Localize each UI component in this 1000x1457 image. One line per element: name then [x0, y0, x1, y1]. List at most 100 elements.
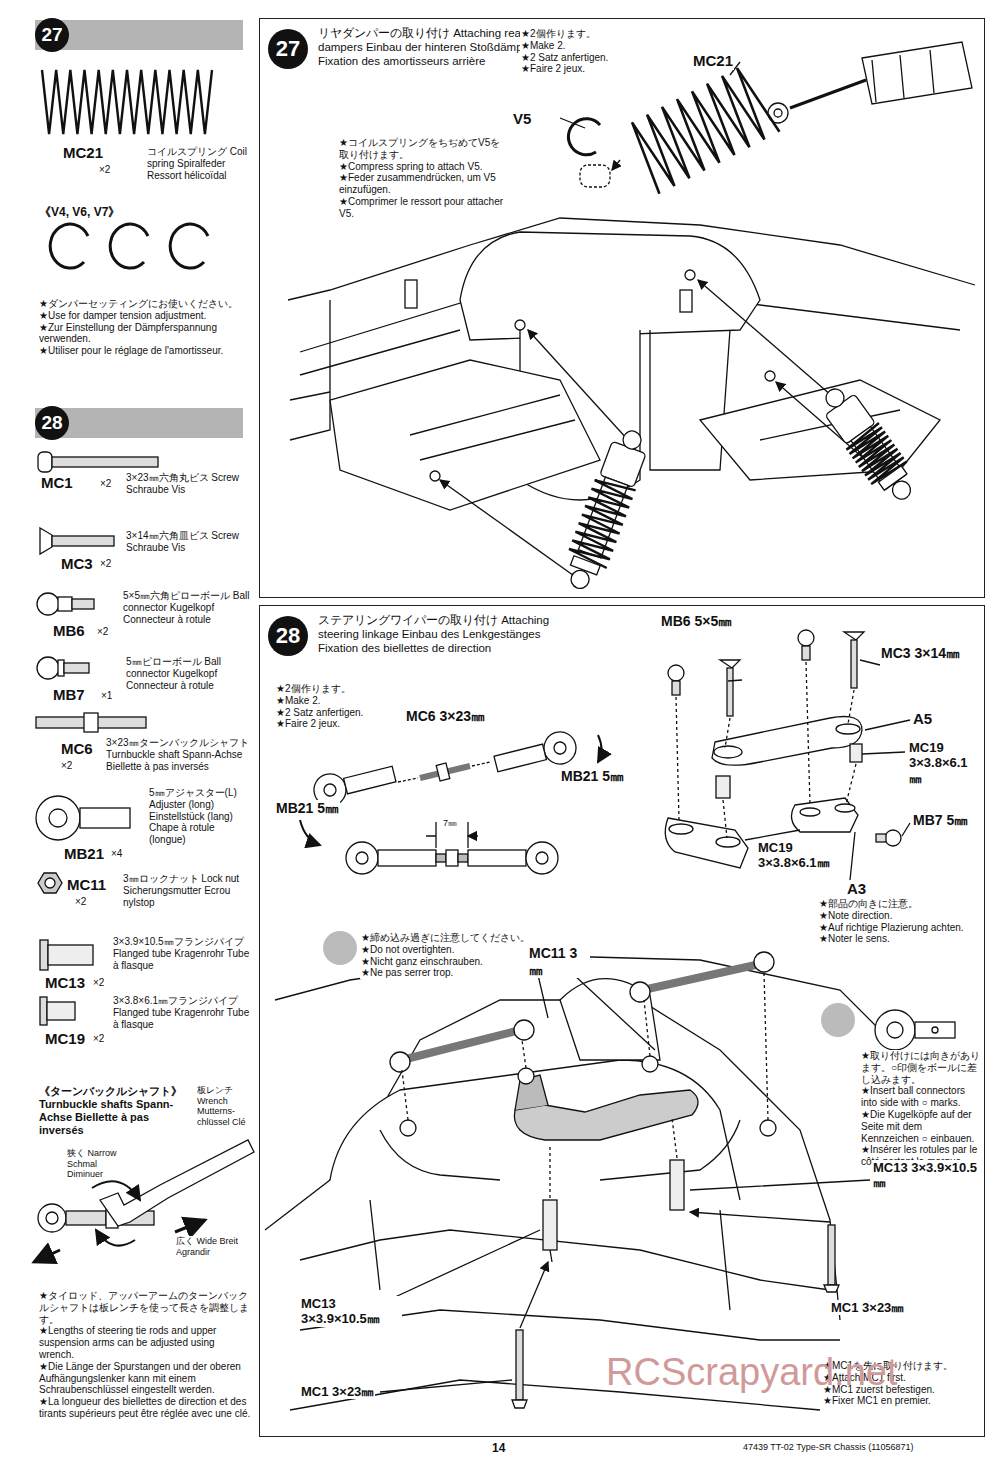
note-line: ★Die Kugelköpfe auf der Seite mit dem Ke…: [861, 1109, 981, 1144]
quantity: ×2: [99, 478, 112, 490]
part-group: 《V4, V6, V7》: [38, 205, 121, 219]
part-code: MC21: [692, 52, 734, 70]
line-art: [34, 42, 975, 1410]
step-header-bar: 27: [35, 20, 243, 50]
note: ★部品の向きに注意。 ★Note direction. ★Auf richtig…: [818, 898, 965, 945]
step-number: 28: [268, 616, 308, 656]
page-number: 14: [491, 1441, 506, 1455]
part-description: 3×3.8×6.1㎜フランジパイプ Flanged tube Kragenroh…: [112, 995, 254, 1030]
note-line: ★部品の向きに注意。: [819, 898, 964, 910]
line-art: [557, 424, 655, 595]
part-code: A3: [846, 880, 867, 898]
part-code: MC19 3×3.8×6.1㎜: [908, 740, 980, 786]
step-header-bar: 28: [35, 408, 243, 438]
step-number: 27: [268, 29, 308, 69]
step-number: 28: [35, 406, 69, 440]
part-description: 3×23㎜ターンバックルシャフト Turnbuckle shaft Spann-…: [105, 737, 255, 772]
part-code: MC21: [62, 144, 104, 162]
note-line: ★Utiliser pour le réglage de l'amortisse…: [39, 345, 251, 357]
section-title: 《ターンバックルシャフト》 Turnbuckle shafts Spann-Ac…: [38, 1085, 190, 1137]
part-description: 3×3.9×10.5㎜フランジパイプ Flanged tube Kragenro…: [112, 936, 254, 971]
line-art: [813, 378, 924, 509]
quantity: ×2: [98, 164, 111, 176]
part-code: MC13 3×3.9×10.5㎜: [872, 1160, 979, 1191]
note-line: ★Make 2.: [276, 695, 363, 707]
part-code: MC6: [60, 740, 94, 758]
tool-label: 板レンチ Wrench Mutterns-chlüssel Clé: [196, 1085, 258, 1127]
note: ★取り付けには向きがあります。○印側をボールに差し込みます。 ★Insert b…: [860, 1050, 982, 1168]
quantity: ×1: [100, 690, 113, 702]
line-art: [620, 428, 643, 451]
line-art: [42, 70, 212, 134]
line-art: [625, 64, 780, 194]
quantity: ×4: [110, 848, 123, 860]
part-description: 5㎜アジャスター(L) Adjuster (long) Einstellstüc…: [148, 787, 255, 846]
line-art: [822, 385, 847, 410]
note-line: ★Noter le sens.: [819, 933, 964, 945]
note: ★コイルスプリングをちぢめてV5を取り付けます。 ★Compress sprin…: [338, 137, 508, 220]
part-code: MB21 5㎜: [275, 800, 340, 817]
note-line: ★La longueur des biellettes de direction…: [39, 1396, 251, 1420]
note: ★2個作ります。 ★Make 2. ★2 Satz anfertigen. ★F…: [520, 28, 609, 75]
quantity: ×2: [74, 896, 87, 908]
quantity: ×2: [60, 760, 73, 772]
line-art: [567, 476, 635, 568]
direction-label: 広く Wide Breit Agrandir: [175, 1236, 247, 1257]
note-line: ★ダンパーセッティングにお使いください。: [39, 298, 251, 310]
step-number: 27: [35, 18, 69, 52]
note-line: ★Insert ball connectors into side with ○…: [861, 1085, 981, 1109]
line-art: [625, 64, 780, 194]
note-line: ★2 Satz anfertigen.: [276, 707, 363, 719]
footer: 47439 TT-02 Type-SR Chassis (11056871): [742, 1442, 915, 1453]
part-code: MC13: [44, 974, 86, 992]
note-line: ★Faire 2 jeux.: [276, 718, 363, 730]
note-line: ★Die Länge der Spurstangen und der obere…: [39, 1361, 251, 1396]
note-line: ★Feder zusammendrücken, um V5 einzufügen…: [339, 172, 507, 196]
note-line: ★Nicht ganz einschrauben.: [361, 956, 530, 968]
part-code: MC6 3×23㎜: [405, 708, 486, 725]
note-line: ★2 Satz anfertigen.: [521, 52, 608, 64]
part-code: MC19 3×3.8×6.1㎜: [757, 840, 839, 871]
quantity: ×2: [92, 977, 105, 989]
quantity: ×2: [96, 626, 109, 638]
part-code: MB21 5㎜: [560, 768, 625, 785]
note-line: ★2個作ります。: [521, 28, 608, 40]
part-code: MC11 3㎜: [528, 945, 590, 978]
direction-label: 狭く Narrow Schmal Diminuer: [66, 1148, 128, 1180]
line-art: [42, 70, 212, 134]
note: ★タイロッド、アッパーアームのターンバックルシャフトは板レンチを使って長さを調整…: [38, 1290, 252, 1420]
part-code: MC1 3×23㎜: [300, 1384, 375, 1399]
note-line: ★締め込み過ぎに注意してください。: [361, 932, 530, 944]
part-code: MC11: [66, 876, 107, 894]
part-code: MC3 3×14㎜: [880, 645, 961, 662]
part-description: 3×23㎜六角丸ビス Screw Schraube Vis: [125, 472, 252, 496]
line-art: [889, 478, 914, 503]
part-description: 3㎜ロックナット Lock nut Sicherungsmutter Ecrou…: [122, 873, 252, 908]
note-line: ★コイルスプリングをちぢめてV5を取り付けます。: [339, 137, 507, 161]
part-code: MB7 5㎜: [912, 812, 969, 829]
part-code: MB7: [52, 686, 86, 704]
dimension: 7㎜: [442, 818, 458, 829]
part-code: MC3: [60, 555, 94, 573]
part-code: MC1: [40, 474, 74, 492]
part-code: MC13 3×3.9×10.5㎜: [300, 1296, 402, 1327]
quantity: ×2: [92, 1033, 105, 1045]
note-line: ★Use for damper tension adjustment.: [39, 310, 251, 322]
note-line: ★Fixer MC1 en premier.: [823, 1395, 953, 1407]
note: ★ダンパーセッティングにお使いください。 ★Use for damper ten…: [38, 298, 252, 357]
watermark: RCScrapyard.net: [605, 1350, 898, 1395]
part-code: A5: [912, 710, 933, 728]
part-code: MB6 5×5㎜: [660, 613, 733, 630]
part-code: MC1 3×23㎜: [830, 1300, 905, 1315]
part-code: MB6: [52, 622, 86, 640]
note-line: ★2個作ります。: [276, 683, 363, 695]
part-description: 5㎜ピローボール Ball connector Kugelkopf Connec…: [125, 656, 252, 691]
step-title: ステアリングワイパーの取り付け Attaching steering linka…: [318, 614, 558, 655]
note-line: ★Lengths of steering tie rods and upper …: [39, 1325, 251, 1360]
note-line: ★Ne pas serrer trop.: [361, 967, 530, 979]
step-panel: 27リヤダンパーの取り付け Attaching rear dampers Ein…: [259, 18, 985, 598]
note-line: ★Note direction.: [819, 910, 964, 922]
part-code: MC19: [44, 1030, 86, 1048]
note-line: ★Compress spring to attach V5.: [339, 161, 507, 173]
